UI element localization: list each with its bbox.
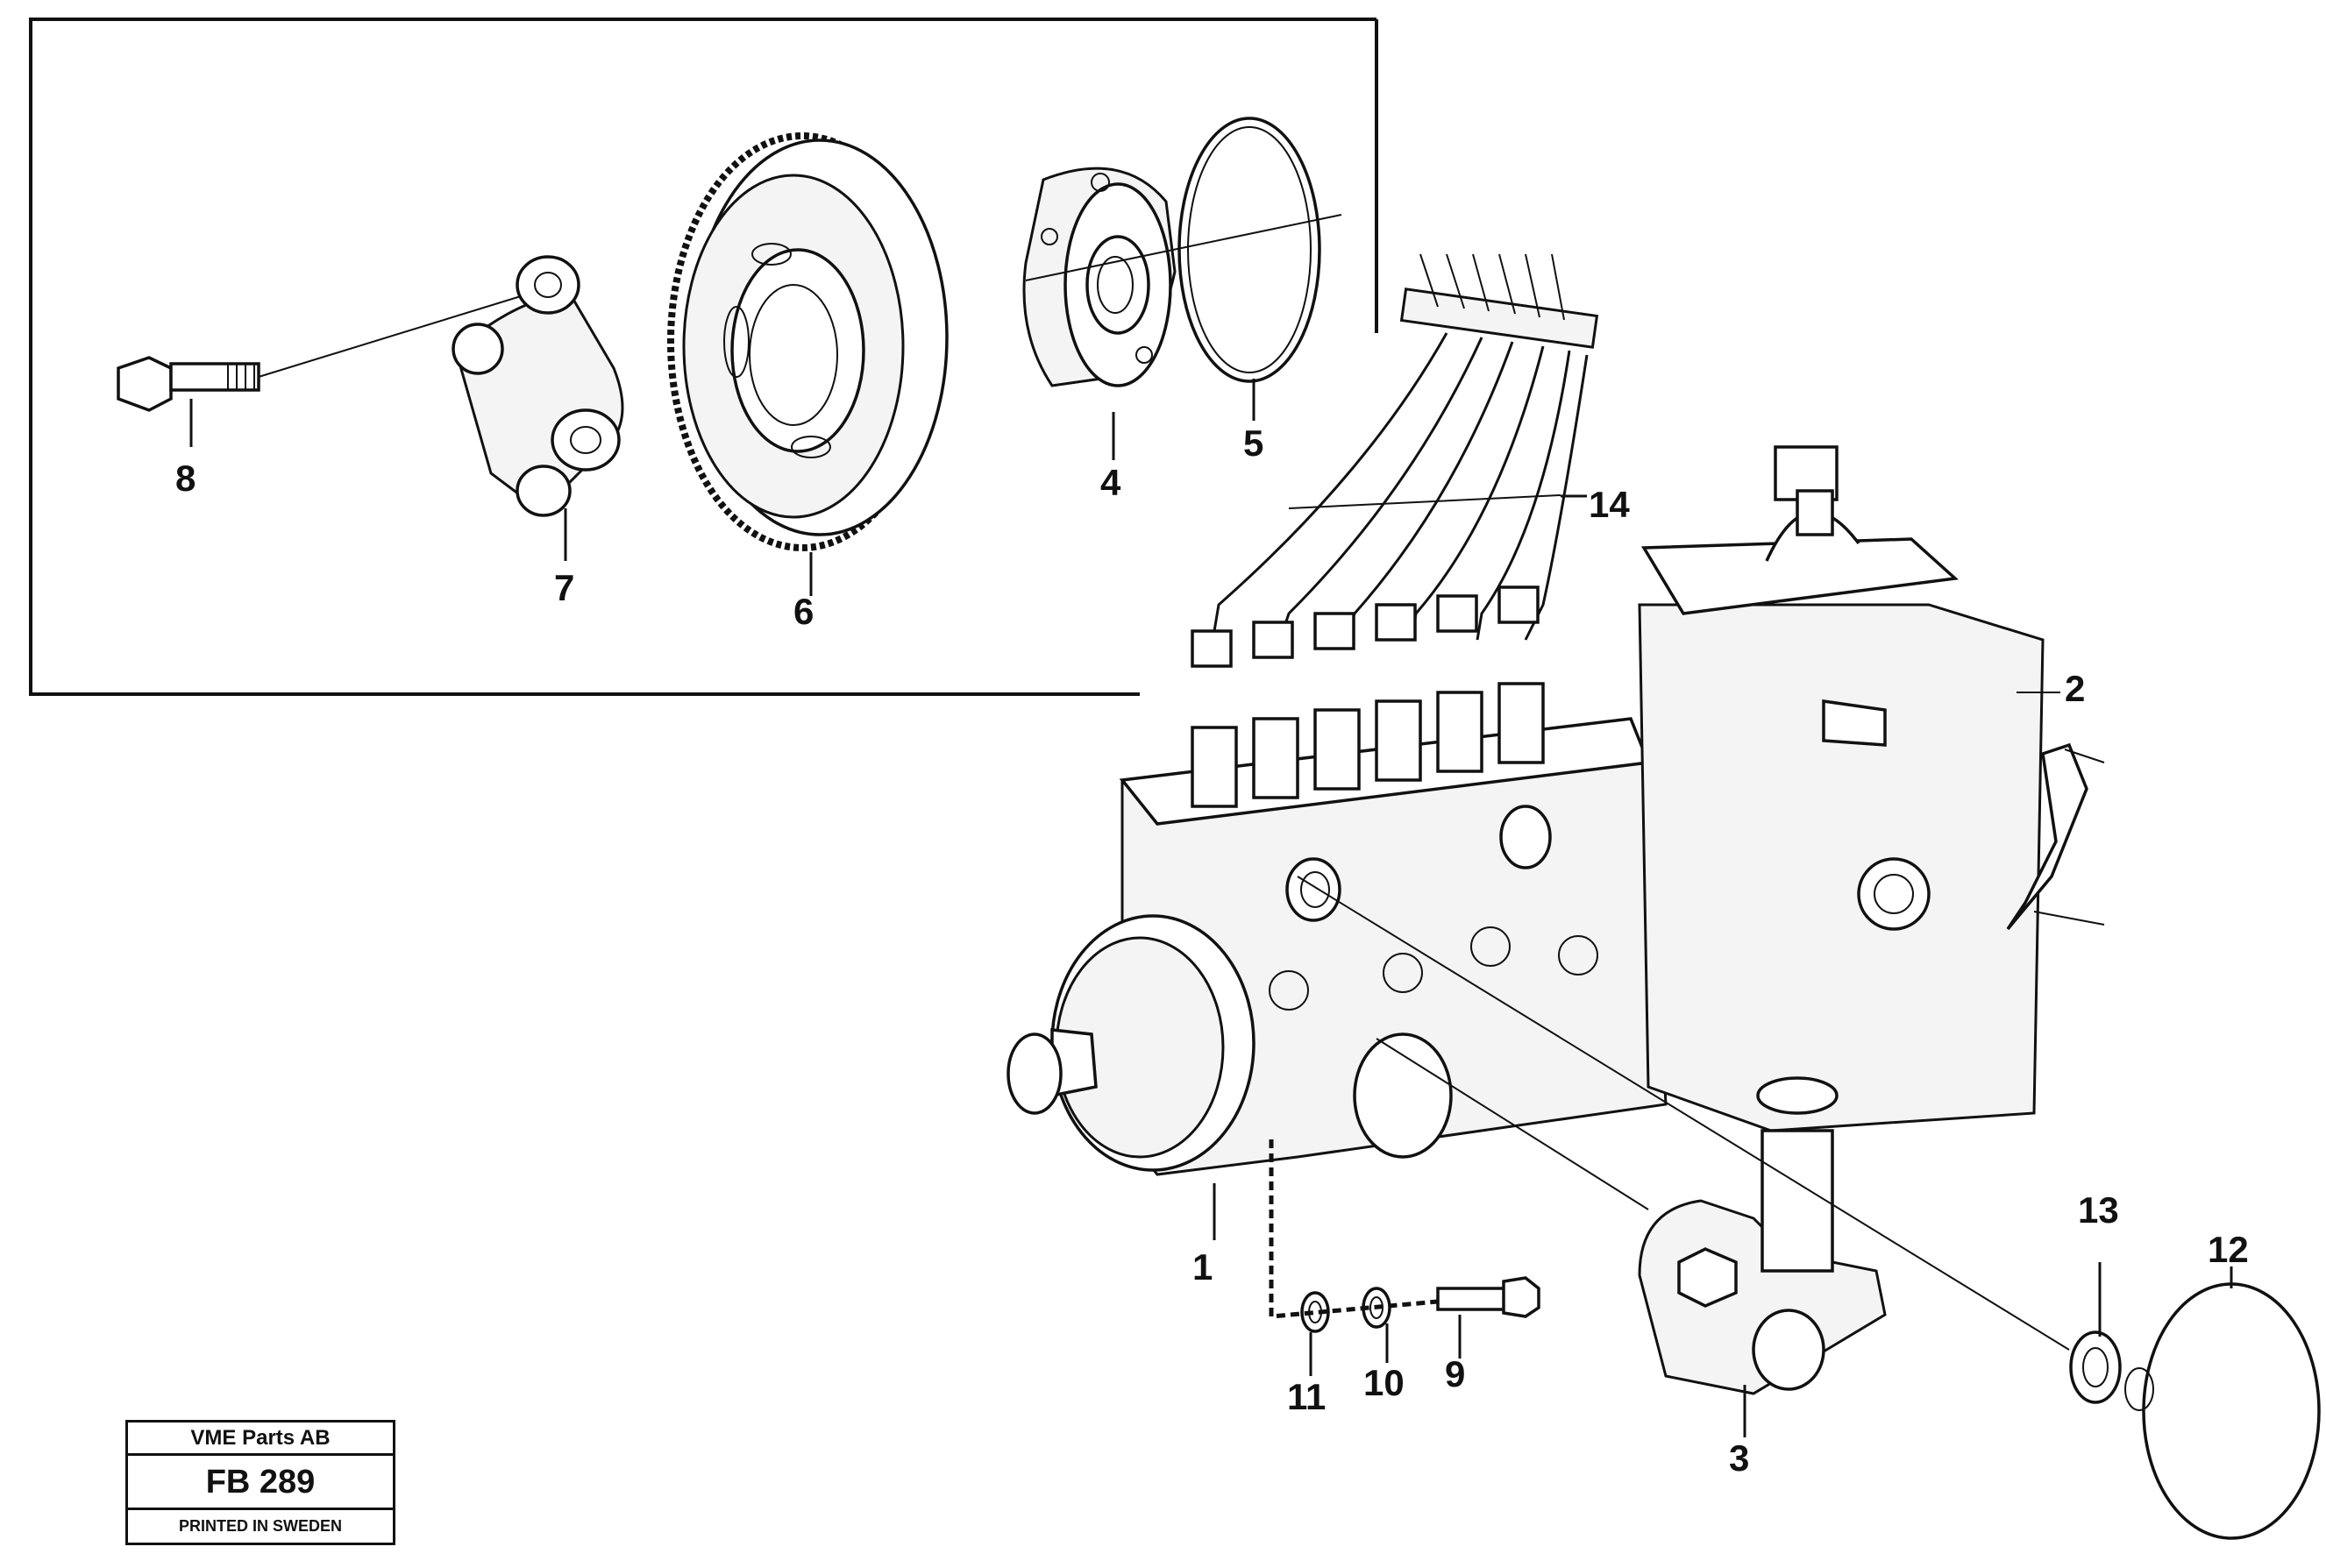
drawing-number: FB 289 xyxy=(128,1456,393,1510)
callout-7: 7 xyxy=(554,567,574,608)
pump-elements xyxy=(1191,585,1545,808)
cover-part xyxy=(2124,1266,2321,1540)
callout-4: 4 xyxy=(1100,462,1121,503)
gear-part xyxy=(667,132,949,596)
callout-2: 2 xyxy=(2065,668,2085,709)
injection-pump-part xyxy=(1007,585,1668,1240)
callout-5: 5 xyxy=(1243,422,1263,464)
assembly-line-banjo xyxy=(1269,1139,1439,1319)
delivery-pipes-part xyxy=(1213,253,1599,641)
bearing-flange-part xyxy=(1022,167,1342,460)
banjo-bolt-part xyxy=(1436,1276,1540,1359)
callout-12: 12 xyxy=(2208,1229,2249,1270)
flange-piece-part xyxy=(452,255,624,561)
governor-housing-part xyxy=(1638,445,2105,1132)
o-ring-part xyxy=(1177,117,1321,421)
callout-8: 8 xyxy=(175,458,196,499)
callout-14: 14 xyxy=(1589,484,1630,525)
callout-6: 6 xyxy=(793,591,814,632)
company-name: VME Parts AB xyxy=(128,1423,393,1456)
washer-11-part xyxy=(1300,1291,1330,1376)
assembly-line-cover xyxy=(1297,876,2070,1351)
callout-3: 3 xyxy=(1729,1437,1749,1479)
callout-11: 11 xyxy=(1287,1376,1326,1417)
feed-pump-part xyxy=(1376,1038,1887,1437)
inset-frame xyxy=(29,18,1376,696)
callout-13: 13 xyxy=(2078,1189,2119,1231)
washer-10-part xyxy=(1362,1287,1391,1363)
printed-note: PRINTED IN SWEDEN xyxy=(178,1517,342,1535)
seal-ring-part xyxy=(2069,1262,2122,1404)
bolt-part xyxy=(117,288,544,447)
callout-10: 10 xyxy=(1363,1362,1405,1403)
title-block: VME Parts AB FB 289 PRINTED IN SWEDEN xyxy=(125,1420,395,1545)
callout-1: 1 xyxy=(1192,1246,1213,1288)
callout-9: 9 xyxy=(1445,1353,1465,1394)
